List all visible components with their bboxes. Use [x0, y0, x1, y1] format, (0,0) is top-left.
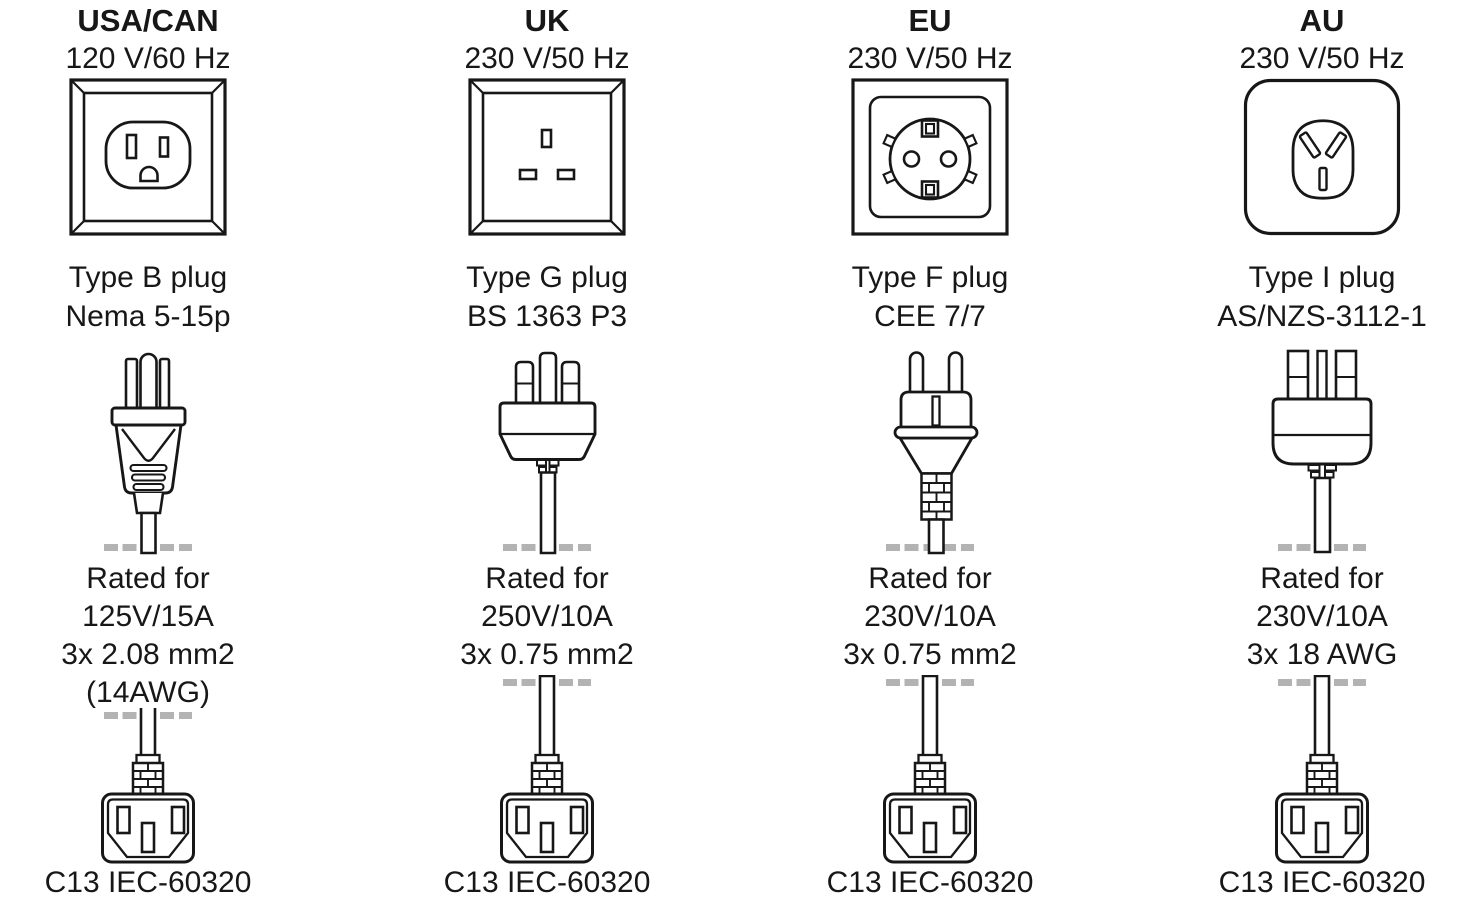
type-g-socket-illustration [468, 78, 626, 236]
rated-line: 250V/10A [481, 600, 613, 633]
plug-standard-name: Nema 5-15p [65, 300, 231, 333]
region-title: UK [524, 3, 570, 38]
connector-label: C13 IEC-60320 [443, 866, 651, 899]
rated-line: 3x 18 AWG [1246, 638, 1398, 671]
voltage-frequency: 230 V/50 Hz [847, 42, 1013, 75]
rated-line: 3x 0.75 mm2 [460, 638, 634, 671]
type-b-socket-illustration [69, 78, 227, 236]
connector-label: C13 IEC-60320 [44, 866, 252, 899]
rated-line: 230V/10A [864, 600, 996, 633]
plug-type-name: Type G plug [466, 261, 628, 294]
voltage-frequency: 120 V/60 Hz [65, 42, 231, 75]
c13-connector-illustration [101, 708, 195, 864]
region-title: EU [908, 3, 952, 38]
connector-label: C13 IEC-60320 [1218, 866, 1426, 899]
c13-connector-illustration [500, 675, 594, 864]
c13-connector-illustration [883, 675, 977, 864]
type-b-plug-illustration [110, 352, 187, 555]
column-uk: UK 230 V/50 Hz Type G plug BS 1363 P3 Ra… [399, 0, 695, 908]
type-f-socket-illustration [851, 78, 1009, 236]
plug-standard-name: CEE 7/7 [874, 300, 986, 333]
column-au: AU 230 V/50 Hz Type I plug AS/NZS-3112-1… [1174, 0, 1460, 908]
plug-standard-name: AS/NZS-3112-1 [1217, 300, 1427, 333]
rated-line: Rated for [86, 562, 210, 595]
c13-connector-illustration [1275, 675, 1369, 864]
rated-line: (14AWG) [86, 676, 210, 709]
column-eu: EU 230 V/50 Hz Type F plug CEE 7/7 Rated… [782, 0, 1078, 908]
plug-standard-name: BS 1363 P3 [466, 300, 628, 333]
plug-type-name: Type I plug [1248, 261, 1396, 294]
connector-label: C13 IEC-60320 [826, 866, 1034, 899]
type-f-plug-illustration [893, 351, 979, 555]
plug-type-name: Type B plug [68, 261, 228, 294]
rated-line: Rated for [485, 562, 609, 595]
plug-type-name: Type F plug [851, 261, 1009, 294]
rated-line: Rated for [1260, 562, 1384, 595]
region-title: USA/CAN [77, 3, 219, 38]
voltage-frequency: 230 V/50 Hz [1239, 42, 1405, 75]
type-i-socket-illustration [1243, 78, 1401, 236]
column-usa-can: USA/CAN 120 V/60 Hz Type B plug Nema 5-1… [0, 0, 296, 908]
rated-line: 3x 2.08 mm2 [61, 638, 235, 671]
voltage-frequency: 230 V/50 Hz [464, 42, 630, 75]
rated-line: 125V/15A [82, 600, 214, 633]
type-g-plug-illustration [498, 351, 597, 555]
rated-line: 3x 0.75 mm2 [843, 638, 1017, 671]
type-i-plug-illustration [1271, 349, 1373, 554]
rated-line: Rated for [868, 562, 992, 595]
region-title: AU [1299, 3, 1345, 38]
rated-line: 230V/10A [1256, 600, 1388, 633]
